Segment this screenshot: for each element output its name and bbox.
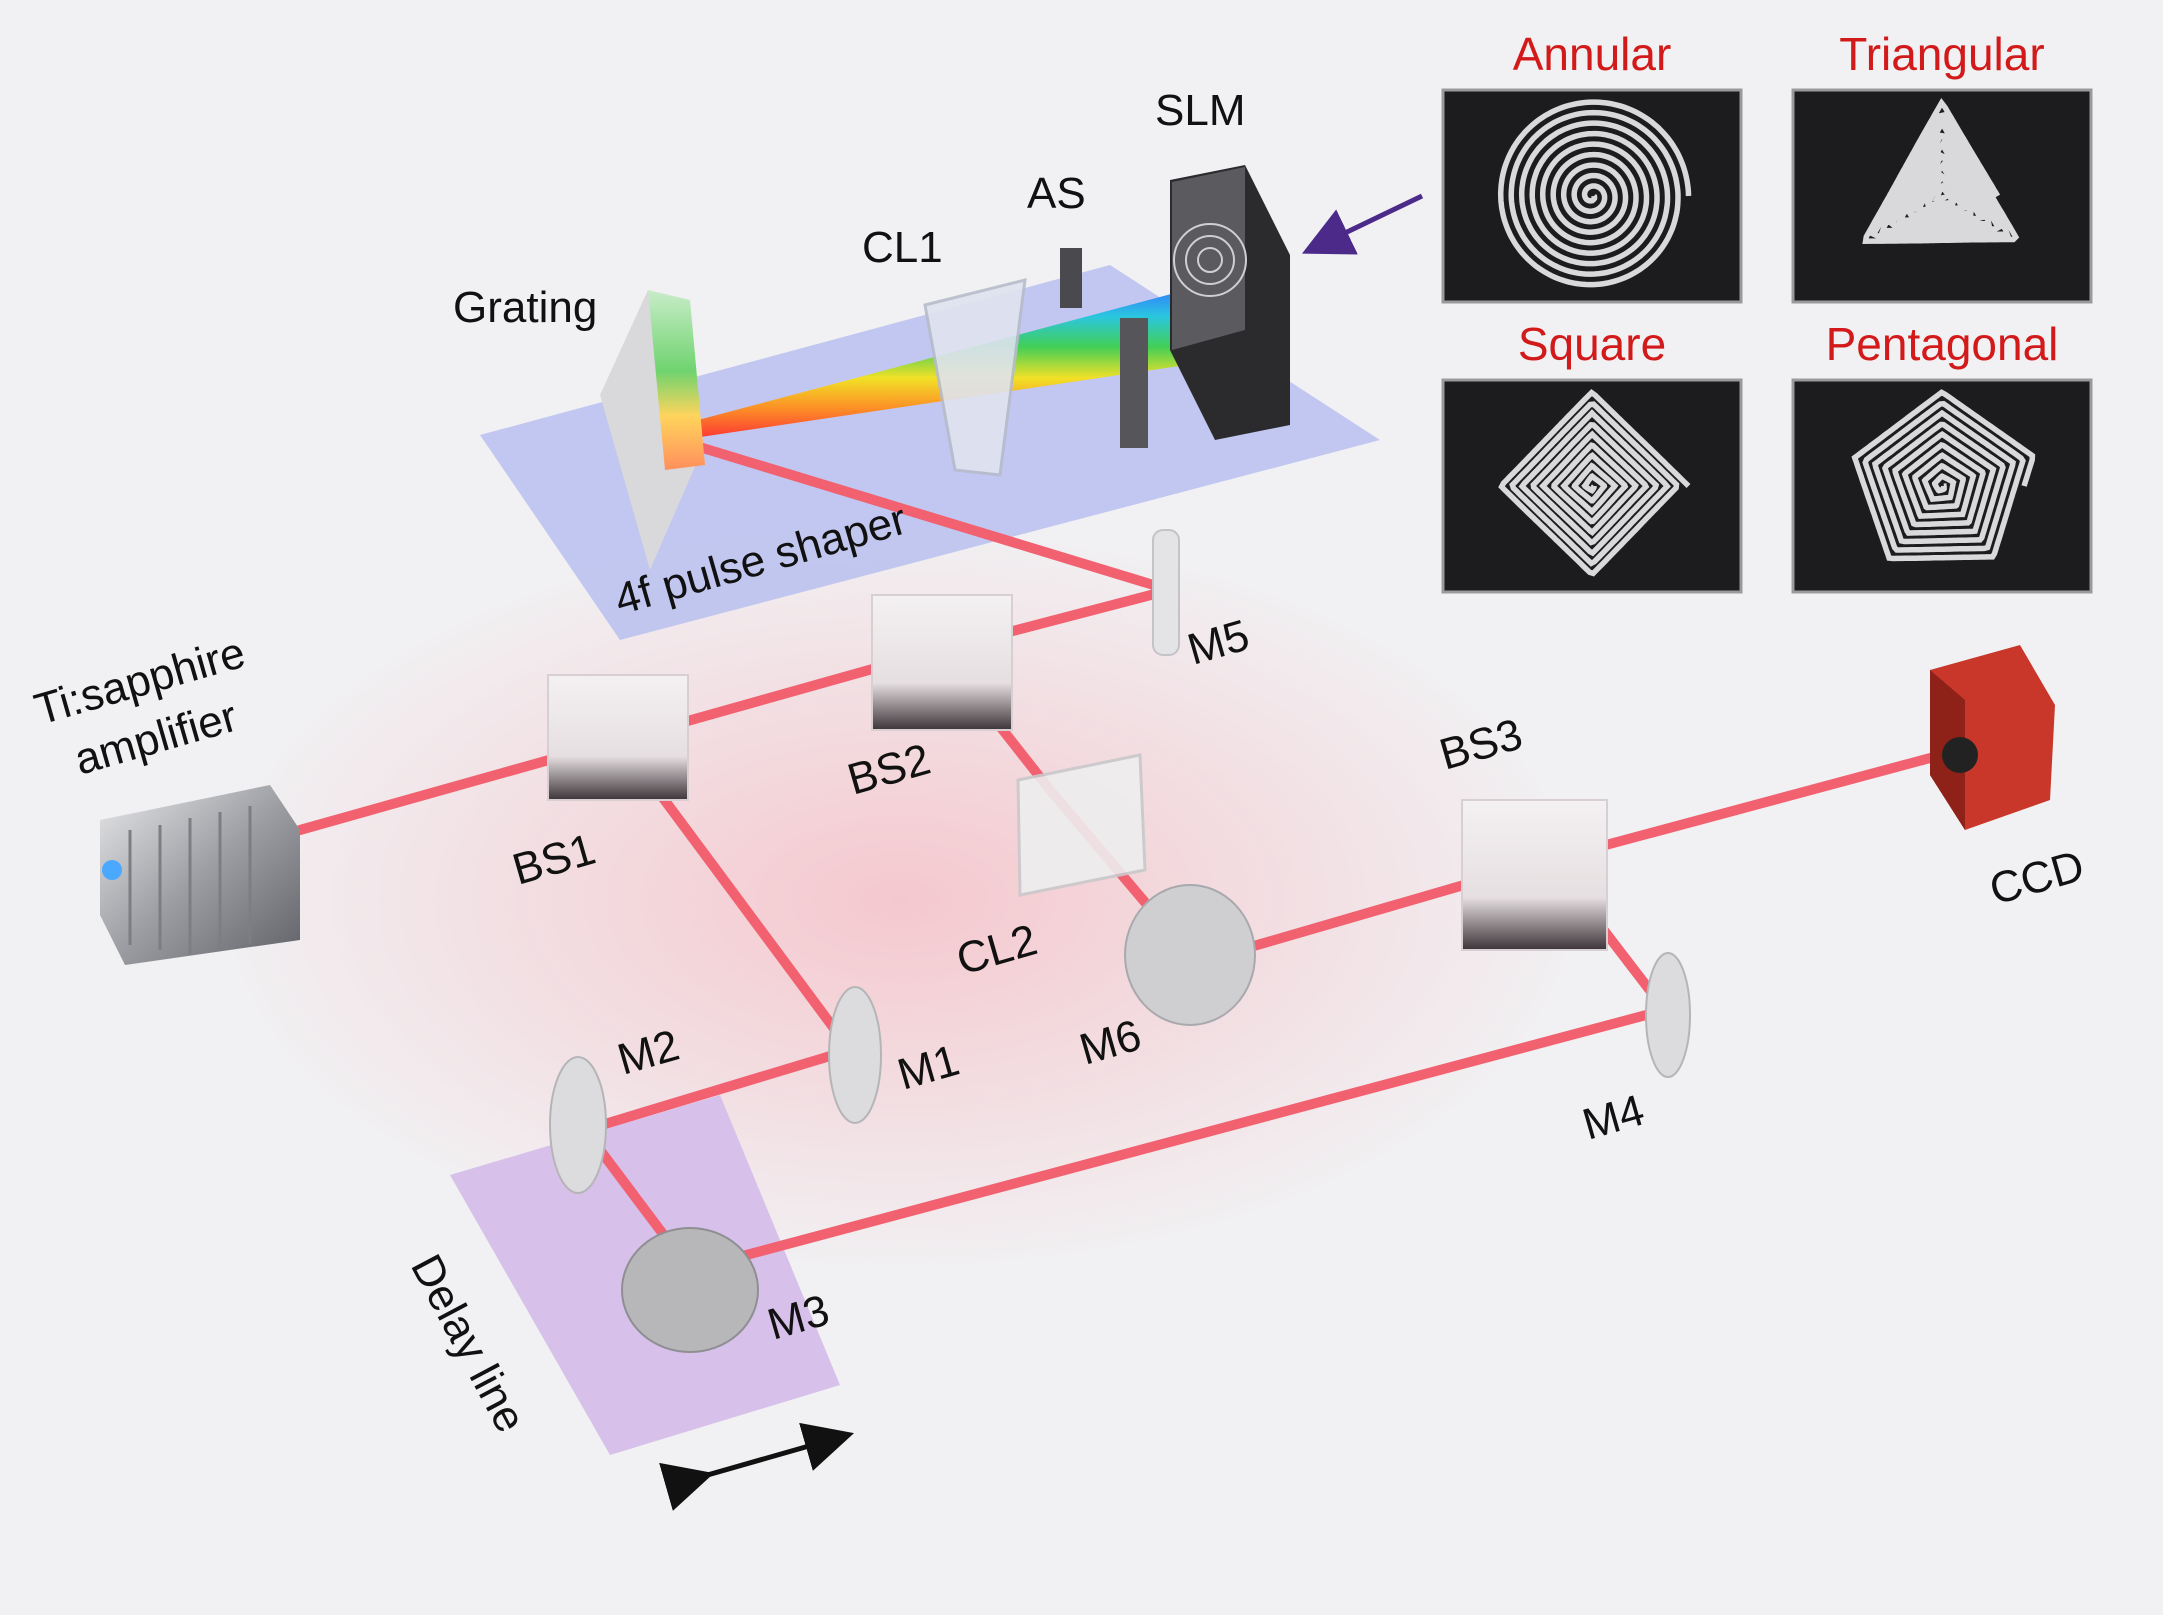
- slm-pointer-arrow: [1301, 193, 1424, 255]
- beam-splitter-bs2: [871, 594, 1013, 731]
- slm-device: [1170, 165, 1290, 440]
- mirror-m3: [621, 1227, 759, 1353]
- grating: [600, 290, 705, 570]
- mirror-m4: [1645, 952, 1691, 1078]
- beam-m1-m2: [580, 1045, 855, 1135]
- delay-translation-arrow: [659, 1422, 855, 1511]
- label-m4: M4: [1577, 1086, 1649, 1150]
- label-cl1: CL1: [862, 223, 943, 272]
- label-ccd: CCD: [1984, 841, 2089, 914]
- beam-to-grating: [655, 430, 1175, 595]
- beam-splitter-bs1: [547, 674, 689, 801]
- beam-main: [295, 585, 1175, 835]
- ti-sapphire-amplifier: [100, 785, 300, 965]
- pattern-title-annular: Annular: [1513, 28, 1672, 80]
- mirror-m5: [1152, 529, 1180, 656]
- spiral-phase-pattern: [1498, 388, 1691, 577]
- pattern-title-triangular: Triangular: [1839, 28, 2044, 80]
- spiral-phase-pattern: [1851, 389, 2036, 562]
- mirror-m6: [1124, 884, 1256, 1026]
- ccd-camera: [1930, 645, 2055, 830]
- cylindrical-lens-cl2: [1016, 753, 1147, 897]
- spiral-phase-pattern: [1862, 97, 2020, 244]
- cylindrical-lens-cl1: [923, 278, 1027, 477]
- label-as: AS: [1027, 169, 1086, 218]
- beam-m3-m4: [685, 1005, 1670, 1275]
- spiral-phase-pattern: [1497, 99, 1692, 288]
- beam-splitter-bs3: [1461, 799, 1608, 951]
- pattern-title-pentagonal: Pentagonal: [1826, 318, 2059, 370]
- mirror-m1: [828, 986, 882, 1124]
- pattern-title-square: Square: [1518, 318, 1666, 370]
- label-grating: Grating: [453, 283, 597, 332]
- label-slm: SLM: [1155, 86, 1245, 135]
- aperture-slit: [1060, 248, 1148, 448]
- mirror-m2: [549, 1056, 607, 1194]
